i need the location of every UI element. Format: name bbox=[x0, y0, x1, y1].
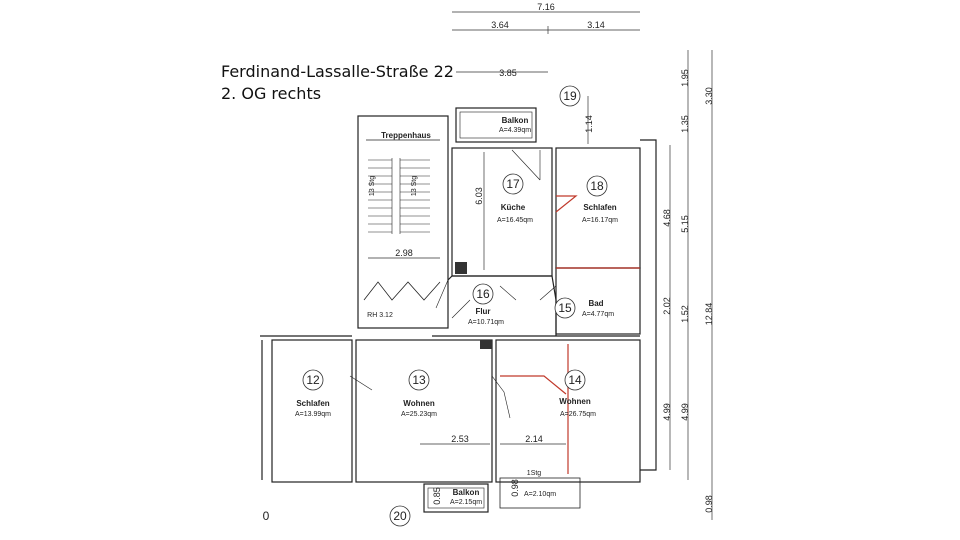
dim-098-bottom: 0.98 bbox=[510, 479, 520, 497]
partial-room-number: 0 bbox=[263, 509, 270, 523]
dim-135: 1.35 bbox=[680, 115, 690, 133]
dim-085: 0.85 bbox=[432, 487, 442, 505]
room-14-circle bbox=[564, 369, 586, 391]
dimension-lines bbox=[368, 11, 713, 520]
room-19-name: Balkon bbox=[502, 116, 529, 125]
dim-499-a: 4.99 bbox=[662, 403, 672, 421]
room-12-name: Schlafen bbox=[296, 399, 329, 408]
balcony-20-wall bbox=[423, 483, 489, 513]
dim-152: 1.52 bbox=[680, 305, 690, 323]
living-13-wall bbox=[355, 339, 493, 483]
dim-top-balcony: 3.85 bbox=[499, 68, 517, 78]
room-15-name: Bad bbox=[588, 299, 603, 308]
room-13-area: A=25.23qm bbox=[401, 411, 437, 418]
room-16-circle bbox=[472, 283, 494, 305]
landing-area-label: A=2.10qm bbox=[524, 491, 556, 498]
dim-195: 1.95 bbox=[680, 69, 690, 87]
room-14-number: 14 bbox=[568, 373, 582, 387]
room-19-area: A=4.39qm bbox=[499, 127, 531, 134]
address-heading: Ferdinand-Lassalle-Straße 22 bbox=[221, 62, 454, 81]
room-20-number: 20 bbox=[393, 509, 407, 523]
dim-balcony-depth: 1.14 bbox=[584, 115, 594, 133]
room-15-circle bbox=[554, 297, 576, 319]
room-19-circle bbox=[559, 85, 581, 107]
room-20-circle bbox=[389, 505, 411, 527]
room-12-area: A=13.99qm bbox=[295, 411, 331, 418]
dim-098-right: 0.98 bbox=[704, 495, 714, 513]
floor-heading: 2. OG rechts bbox=[221, 84, 322, 103]
shaft-icon bbox=[480, 340, 492, 349]
bedroom-12-wall bbox=[271, 339, 353, 483]
room-16-name: Flur bbox=[475, 307, 490, 316]
dim-stair-width: 2.98 bbox=[395, 248, 413, 258]
dim-1284: 12.84 bbox=[704, 303, 714, 326]
dim-kitchen-depth: 6.03 bbox=[474, 187, 484, 205]
room-17-number: 17 bbox=[506, 177, 520, 191]
dim-202: 2.02 bbox=[662, 297, 672, 315]
room-14-area: A=26.75qm bbox=[560, 411, 596, 418]
stair-right-label: 13 Stg bbox=[411, 176, 418, 196]
living-14-wall bbox=[495, 339, 641, 483]
room-18-name: Schlafen bbox=[583, 203, 616, 212]
steps-label: 1Stg bbox=[527, 470, 542, 477]
room-13-number: 13 bbox=[412, 373, 426, 387]
dim-top-left: 3.64 bbox=[491, 20, 509, 30]
red-modification-lines bbox=[500, 195, 640, 474]
room-18-circle bbox=[586, 175, 608, 197]
room-12-number: 12 bbox=[306, 373, 320, 387]
shaft-icon bbox=[455, 262, 467, 274]
dim-width-right: 2.14 bbox=[525, 434, 543, 444]
dim-330: 3.30 bbox=[704, 87, 714, 105]
room-16-number: 16 bbox=[476, 287, 490, 301]
dim-top-total: 7.16 bbox=[537, 2, 555, 12]
dim-top-right: 3.14 bbox=[587, 20, 605, 30]
rh-label-text: RH 3.12 bbox=[367, 312, 393, 319]
room-13-name: Wohnen bbox=[403, 399, 435, 408]
room-13-circle bbox=[408, 369, 430, 391]
dim-499-b: 4.99 bbox=[680, 403, 690, 421]
room-15-number: 15 bbox=[558, 301, 572, 315]
stair-steps-right bbox=[399, 158, 430, 234]
stair-left-label: 13 Stg bbox=[369, 176, 376, 196]
room-16-area: A=10.71qm bbox=[468, 319, 504, 326]
room-20-area: A=2.15qm bbox=[450, 499, 482, 506]
balcony-19-wall bbox=[455, 107, 537, 143]
room-18-number: 18 bbox=[590, 179, 604, 193]
room-19-number: 19 bbox=[563, 89, 577, 103]
room-15-area: A=4.77qm bbox=[582, 311, 614, 318]
room-17-name: Küche bbox=[501, 203, 526, 212]
room-17-circle bbox=[502, 173, 524, 195]
dim-468: 4.68 bbox=[662, 209, 672, 227]
room-17-area: A=16.45qm bbox=[497, 217, 533, 224]
stair-steps-left bbox=[368, 158, 393, 234]
dim-width-left: 2.53 bbox=[451, 434, 469, 444]
room-14-name: Wohnen bbox=[559, 397, 591, 406]
stairwell-wall bbox=[357, 115, 449, 329]
room-12-circle bbox=[302, 369, 324, 391]
room-20-name: Balkon bbox=[453, 488, 480, 497]
dim-515: 5.15 bbox=[680, 215, 690, 233]
room-18-area: A=16.17qm bbox=[582, 217, 618, 224]
stairwell-label: Treppenhaus bbox=[381, 131, 431, 140]
kitchen-wall bbox=[451, 147, 553, 277]
